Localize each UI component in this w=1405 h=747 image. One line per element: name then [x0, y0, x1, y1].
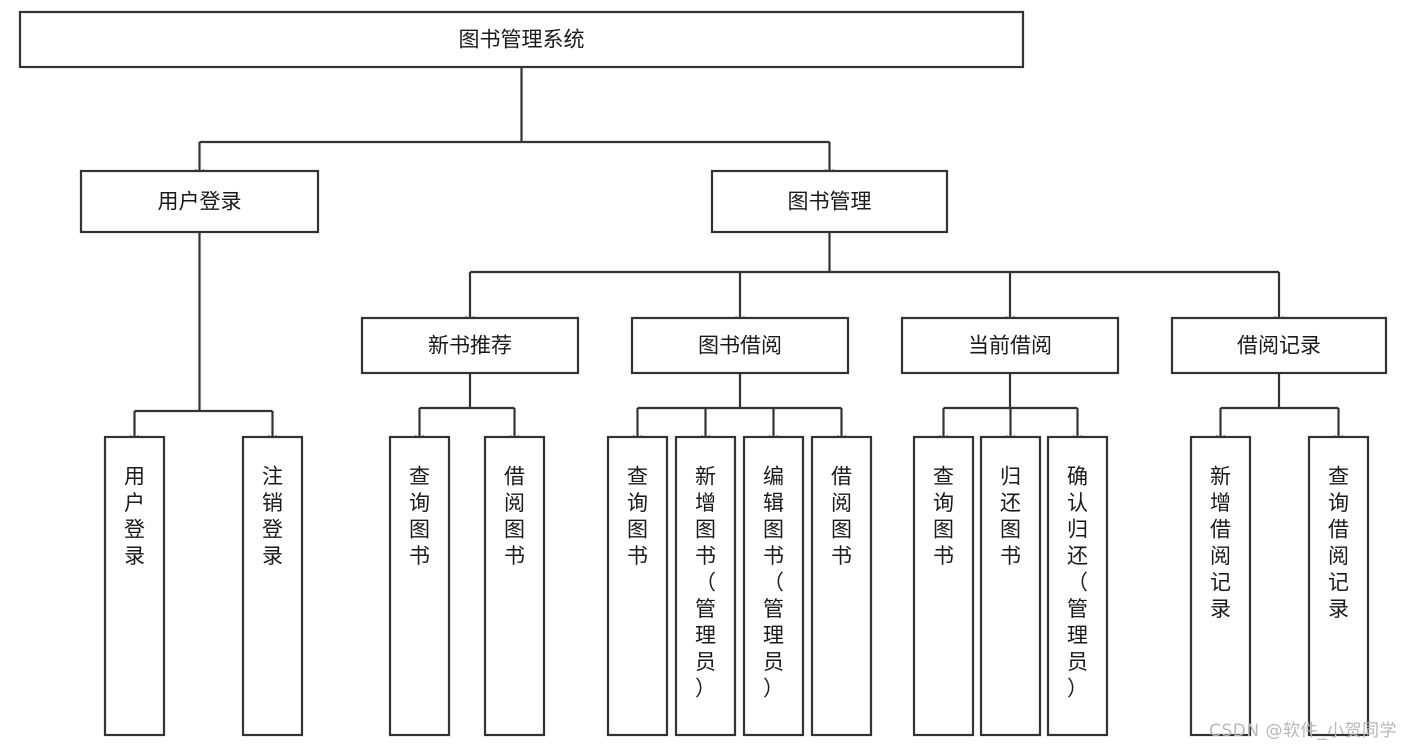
node-label-user-login: 用户登录	[158, 190, 242, 214]
node-box-current-borrow[interactable]	[900, 316, 1120, 375]
node-leaf-confirm-return-admin[interactable]: 确认归还（管理员）	[1046, 435, 1109, 737]
node-box-leaf-query-book-recommend[interactable]	[388, 435, 451, 737]
node-box-leaf-query-book-current[interactable]	[912, 435, 975, 737]
node-label-leaf-confirm-return-admin: 确认归还（管理员）	[1067, 465, 1088, 701]
node-label-book-borrow: 图书借阅	[698, 334, 782, 358]
connector-group-new-book-recommend	[414, 373, 520, 445]
node-label-leaf-query-book-recommend: 查询图书	[409, 465, 430, 569]
node-leaf-query-book-recommend[interactable]: 查询图书	[388, 435, 451, 737]
node-leaf-query-book-borrow[interactable]: 查询图书	[606, 435, 669, 737]
connector-group-book-borrow	[632, 373, 847, 445]
node-box-book-borrow[interactable]	[630, 316, 850, 375]
node-label-new-book-recommend: 新书推荐	[428, 334, 512, 358]
node-label-leaf-borrow-book: 借阅图书	[831, 465, 852, 569]
node-book-borrow[interactable]: 图书借阅	[630, 316, 850, 375]
node-box-leaf-confirm-return-admin[interactable]	[1046, 435, 1109, 737]
csdn-watermark: CSDN @软件_小贺同学	[1209, 721, 1397, 741]
connector-group-book-management	[465, 232, 1284, 326]
node-label-leaf-return-book: 归还图书	[1000, 465, 1021, 569]
node-leaf-add-borrow-record[interactable]: 新增借阅记录	[1189, 435, 1252, 737]
node-leaf-borrow-book[interactable]: 借阅图书	[810, 435, 873, 737]
connectors-layer	[129, 67, 1344, 445]
node-label-leaf-query-book-current: 查询图书	[933, 465, 954, 569]
node-box-leaf-borrow-book[interactable]	[810, 435, 873, 737]
node-box-user-login[interactable]	[79, 169, 320, 234]
connector-group-root	[194, 67, 835, 179]
node-leaf-query-borrow-record[interactable]: 查询借阅记录	[1307, 435, 1370, 737]
node-box-leaf-edit-book-admin[interactable]	[742, 435, 805, 737]
node-box-root[interactable]	[18, 10, 1025, 69]
node-label-book-management: 图书管理	[788, 190, 872, 214]
node-current-borrow[interactable]: 当前借阅	[900, 316, 1120, 375]
connector-group-user-login	[129, 232, 278, 445]
node-root[interactable]: 图书管理系统	[18, 10, 1025, 69]
node-box-leaf-return-book[interactable]	[979, 435, 1042, 737]
node-box-new-book-recommend[interactable]	[360, 316, 580, 375]
node-leaf-query-book-current[interactable]: 查询图书	[912, 435, 975, 737]
node-leaf-edit-book-admin[interactable]: 编辑图书（管理员）	[742, 435, 805, 737]
node-borrow-records[interactable]: 借阅记录	[1170, 316, 1388, 375]
node-label-leaf-user-login: 用户登录	[124, 465, 145, 569]
node-label-root: 图书管理系统	[459, 28, 585, 52]
connector-group-current-borrow	[938, 373, 1083, 445]
node-leaf-logout[interactable]: 注销登录	[241, 435, 304, 737]
node-label-leaf-borrow-book-recommend: 借阅图书	[504, 465, 525, 569]
node-leaf-return-book[interactable]: 归还图书	[979, 435, 1042, 737]
node-new-book-recommend[interactable]: 新书推荐	[360, 316, 580, 375]
node-box-leaf-logout[interactable]	[241, 435, 304, 737]
node-leaf-add-book-admin[interactable]: 新增图书（管理员）	[674, 435, 737, 737]
node-leaf-user-login[interactable]: 用户登录	[103, 435, 166, 737]
node-label-leaf-query-book-borrow: 查询图书	[627, 465, 648, 569]
node-box-book-management[interactable]	[710, 169, 949, 234]
node-label-leaf-edit-book-admin: 编辑图书（管理员）	[763, 465, 784, 701]
node-box-leaf-query-borrow-record[interactable]	[1307, 435, 1370, 737]
node-label-leaf-logout: 注销登录	[262, 465, 283, 569]
node-label-leaf-add-book-admin: 新增图书（管理员）	[695, 465, 716, 701]
node-box-borrow-records[interactable]	[1170, 316, 1388, 375]
node-box-leaf-add-borrow-record[interactable]	[1189, 435, 1252, 737]
node-label-leaf-add-borrow-record: 新增借阅记录	[1210, 465, 1231, 622]
node-label-borrow-records: 借阅记录	[1237, 334, 1321, 358]
node-box-leaf-user-login[interactable]	[103, 435, 166, 737]
node-box-leaf-query-book-borrow[interactable]	[606, 435, 669, 737]
node-box-leaf-add-book-admin[interactable]	[674, 435, 737, 737]
node-leaf-borrow-book-recommend[interactable]: 借阅图书	[483, 435, 546, 737]
node-user-login[interactable]: 用户登录	[79, 169, 320, 234]
node-book-management[interactable]: 图书管理	[710, 169, 949, 234]
node-box-leaf-borrow-book-recommend[interactable]	[483, 435, 546, 737]
nodes-layer: 图书管理系统用户登录图书管理新书推荐图书借阅当前借阅借阅记录用户登录注销登录查询…	[18, 10, 1388, 737]
node-label-current-borrow: 当前借阅	[968, 334, 1052, 358]
connector-group-borrow-records	[1215, 373, 1344, 445]
node-label-leaf-query-borrow-record: 查询借阅记录	[1328, 465, 1349, 622]
